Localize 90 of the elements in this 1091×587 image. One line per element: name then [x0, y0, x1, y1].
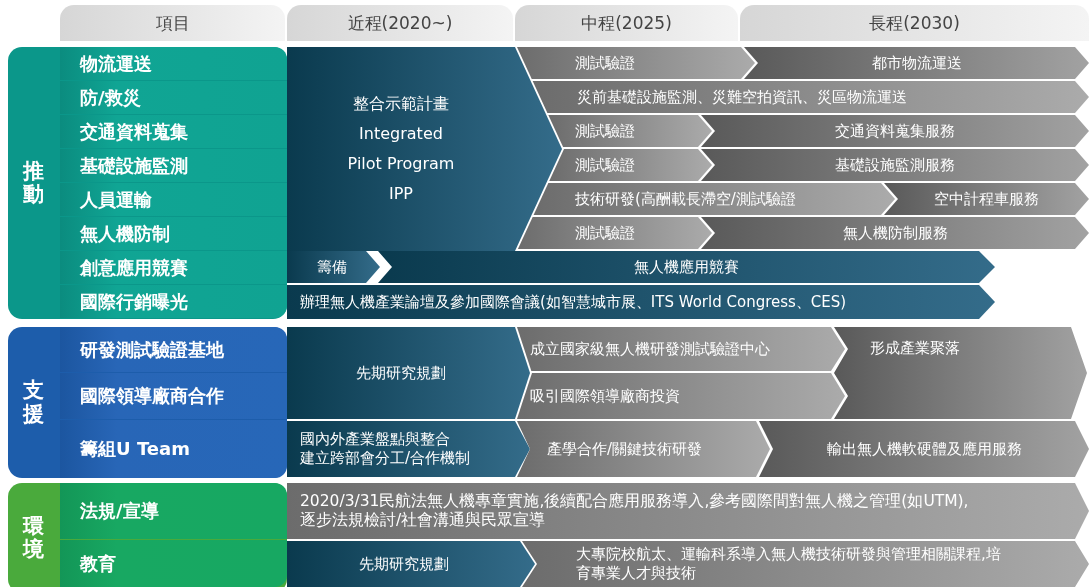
item-label: 法規/宣導 [80, 499, 159, 523]
roadmap-bar [287, 421, 530, 477]
item-row [60, 327, 287, 372]
item-row [60, 81, 287, 114]
item-row [60, 420, 287, 478]
roadmap-bar [515, 373, 845, 419]
phase-label: 先期研究規劃 [356, 363, 446, 383]
phase-label: 交通資料蒐集服務 [835, 121, 955, 141]
phase-label: 輸出無人機軟硬體及應用服務 [826, 439, 1022, 459]
column-header: 長程(2030) [869, 11, 960, 35]
item-label: 人員運輸 [80, 187, 152, 212]
category-panel [8, 47, 287, 319]
phase-label: 測試驗證 [575, 223, 635, 243]
roadmap-bar [287, 541, 535, 587]
category-panel [8, 483, 287, 587]
roadmap-bar [517, 421, 770, 477]
roadmap-bar [515, 327, 845, 371]
column-header: 近程(2020~) [347, 11, 453, 35]
item-row [60, 47, 287, 80]
item-row [60, 285, 287, 318]
phase-label: 災前基礎設施監測、災難空拍資訊、災區物流運送 [577, 87, 907, 107]
column-header: 項目 [155, 11, 190, 35]
item-row [60, 115, 287, 148]
phase-label: 技術研發(高酬載長滯空/測試驗證 [575, 189, 796, 209]
phase-label: 整合示範計畫 [352, 93, 450, 115]
phase-label: Integrated Pilot Program IPP [346, 123, 456, 205]
roadmap-bar [287, 285, 995, 319]
item-label: 國際行銷曝光 [80, 289, 188, 314]
roadmap-bar [533, 183, 895, 215]
category-label: 支援 [23, 379, 44, 426]
phase-label: 吸引國際領導廠商投資 [530, 386, 680, 406]
roadmap-bar [517, 47, 755, 79]
item-row [60, 540, 287, 587]
phase-label: 無人機應用競賽 [634, 257, 739, 277]
column-header-tab [60, 5, 285, 41]
roadmap-bar [287, 483, 1089, 539]
roadmap-bar [378, 251, 995, 283]
item-label: 交通資料蒐集 [80, 119, 188, 144]
item-label: 無人機防制 [80, 221, 170, 246]
item-row [60, 183, 287, 216]
item-label: 研發測試驗證基地 [80, 337, 224, 362]
phase-label: 成立國家級無人機研發測試驗證中心 [530, 339, 770, 359]
item-label: 防/救災 [80, 85, 141, 110]
phase-label: 國內外產業盤點與整合 [300, 430, 450, 449]
column-header: 中程(2025) [581, 11, 672, 35]
roadmap-bar [549, 149, 712, 181]
roadmap-bar [701, 217, 1089, 249]
phase-label: 2020/3/31民航法無人機專章實施,後續配合應用服務導入,參考國際間對無人機之管理(如UTM),逐步法規檢討/社會溝通與民眾宣導 [300, 492, 970, 530]
phase-label: 先期研究規劃 [358, 554, 449, 574]
phase-label: 籌備 [317, 257, 347, 277]
phase-label: 大專院校航太、運輸科系導入無人機技術研發與管理相關課程,培育專業人才與技術 [576, 545, 1002, 583]
roadmap-bar [744, 47, 1089, 79]
phase-label: 形成產業聚落 [870, 339, 960, 358]
phase-label: 建立跨部會分工/合作機制 [300, 449, 471, 468]
phase-label: 測試驗證 [575, 155, 635, 175]
item-label: 創意應用競賽 [80, 255, 188, 280]
phase-label: 都市物流運送 [871, 53, 962, 73]
roadmap-bar [287, 251, 380, 283]
column-header-tab [287, 5, 513, 41]
item-label: 基礎設施監測 [80, 153, 188, 178]
phase-label: 測試驗證 [575, 53, 635, 73]
item-label: 物流運送 [80, 51, 152, 76]
phase-label: 產學合作/關鍵技術研發 [547, 439, 703, 459]
roadmap-bar [287, 47, 562, 251]
roadmap-bar [884, 183, 1089, 215]
item-label: 教育 [80, 551, 116, 576]
column-header-tab [515, 5, 738, 41]
roadmap-bar [548, 115, 712, 147]
roadmap-bar [759, 421, 1089, 477]
phase-label: 基礎設施監測服務 [835, 155, 955, 175]
roadmap-bar [287, 327, 530, 419]
item-row [60, 483, 287, 539]
phase-label: 無人機防制服務 [842, 223, 948, 243]
item-row [60, 217, 287, 250]
item-row [60, 373, 287, 419]
item-row [60, 251, 287, 284]
category-panel [8, 327, 287, 478]
column-header-tab [740, 5, 1089, 41]
item-label: 國際領導廠商合作 [80, 384, 224, 408]
item-label: 籌組U Team [80, 437, 190, 461]
roadmap-bar [701, 115, 1089, 147]
phase-label: 辦理無人機產業論壇及參加國際會議(如智慧城市展、ITS World Congress、CES) [300, 292, 847, 312]
roadmap-bar [834, 327, 1087, 419]
phase-label: 測試驗證 [575, 121, 635, 141]
category-label: 推動 [23, 159, 44, 207]
phase-label: 空中計程車服務 [934, 189, 1039, 209]
roadmap-bar [701, 149, 1089, 181]
category-label: 環境 [23, 514, 44, 562]
roadmap-bar [517, 217, 712, 249]
item-row [60, 149, 287, 182]
